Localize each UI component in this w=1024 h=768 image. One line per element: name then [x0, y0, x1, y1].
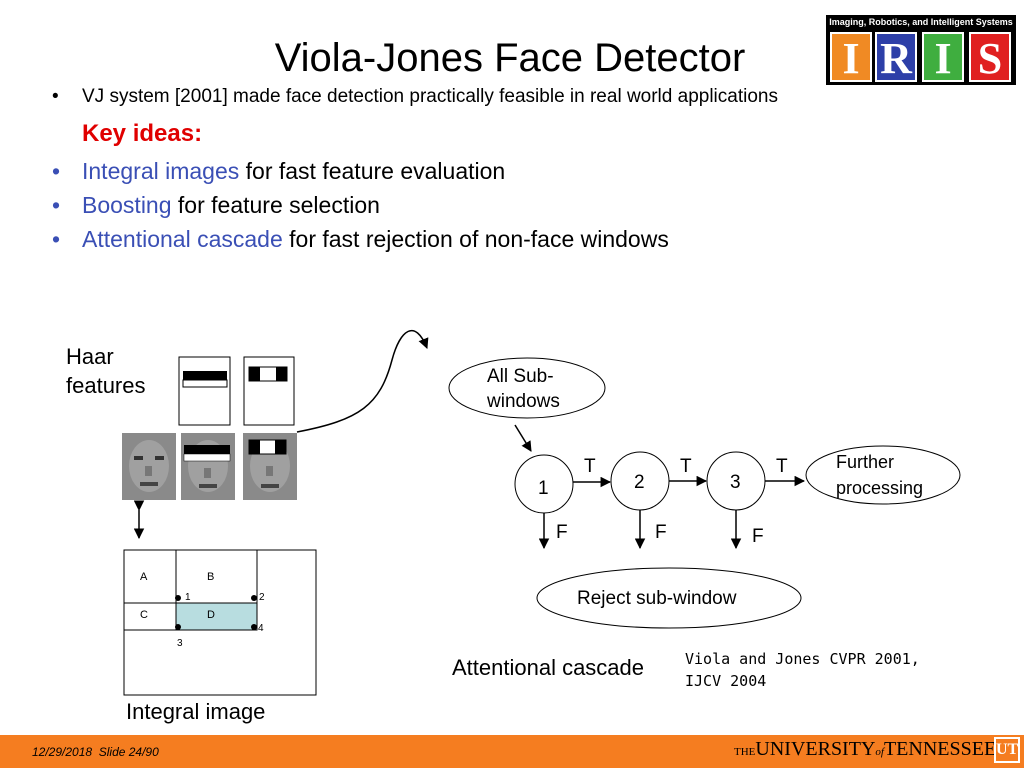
- true-label-3: T: [776, 456, 788, 477]
- false-label-3: F: [752, 526, 764, 547]
- false-label-1: F: [556, 522, 568, 543]
- integral-label-c: C: [140, 609, 148, 621]
- bullet-rest: for fast rejection of non-face windows: [282, 226, 669, 252]
- curved-arrow: [296, 329, 429, 433]
- bullet-highlight: Boosting: [82, 192, 172, 218]
- false-label-2: F: [655, 522, 667, 543]
- bullet-dot: •: [52, 86, 59, 107]
- bullet-text: Attentional cascade for fast rejection o…: [82, 226, 669, 253]
- true-label-2: T: [680, 456, 692, 477]
- university-of: of: [875, 746, 884, 758]
- bullet-dot: •: [52, 192, 61, 218]
- reject-label: Reject sub-window: [577, 588, 737, 609]
- haar-label-line2: features: [66, 373, 146, 398]
- citation: Viola and Jones CVPR 2001, IJCV 2004: [685, 648, 1005, 692]
- cascade-caption: Attentional cascade: [452, 655, 644, 680]
- integral-label-a: A: [140, 571, 148, 583]
- further-processing-ellipse: [805, 445, 961, 505]
- logo-caption: Imaging, Robotics, and Intelligent Syste…: [829, 17, 1013, 27]
- bullet-highlight: Integral images: [82, 158, 240, 184]
- footer-bar: [0, 735, 1024, 768]
- bullet-text: Boosting for feature selection: [82, 192, 380, 219]
- footer-slide-number: Slide 24/90: [98, 745, 159, 759]
- stage-1-label: 1: [538, 478, 549, 499]
- all-subwindows-line2: windows: [486, 391, 560, 412]
- integral-image-grid: [123, 549, 317, 696]
- integral-label-d: D: [207, 609, 215, 621]
- integral-point-2: 2: [259, 592, 265, 603]
- reject-subwindow-ellipse: [536, 567, 802, 629]
- citation-line1: Viola and Jones CVPR 2001,: [685, 650, 920, 668]
- all-subwindows-ellipse: [448, 357, 606, 419]
- logo-letter-r: R: [875, 32, 917, 83]
- further-line1: Further: [836, 452, 894, 472]
- face-image-2: [181, 433, 235, 500]
- integral-point-1: 1: [185, 592, 191, 603]
- integral-point-3: 3: [177, 638, 183, 649]
- bullet-text: VJ system [2001] made face detection pra…: [82, 86, 778, 107]
- footer-date: 12/29/2018: [32, 745, 93, 759]
- bullet-highlight: Attentional cascade: [82, 226, 283, 252]
- logo-letter-s: S: [969, 32, 1011, 83]
- integral-point-4: 4: [258, 623, 264, 634]
- integral-label-b: B: [207, 571, 214, 583]
- footer-slide-info: 12/29/2018 Slide 24/90: [32, 745, 159, 759]
- all-subwindows-line1: All Sub-: [487, 366, 554, 387]
- logo-letter-i: I: [830, 32, 872, 83]
- university-name-b: TENNESSEE: [883, 738, 997, 760]
- haar-feature-three-rect: [243, 356, 295, 426]
- stage-2-label: 2: [634, 472, 645, 493]
- bullet-rest: for feature selection: [171, 192, 380, 218]
- haar-label-line1: Haar: [66, 344, 114, 369]
- bullet-text: Integral images for fast feature evaluat…: [82, 158, 505, 185]
- university-name-a: UNIVERSITY: [755, 738, 876, 760]
- bullet-rest: for fast feature evaluation: [239, 158, 506, 184]
- face-image-1: [122, 433, 176, 500]
- bullet-dot: •: [52, 226, 61, 252]
- true-label-1: T: [584, 456, 596, 477]
- subwindow-arrow: [514, 424, 532, 452]
- integral-image-caption: Integral image: [126, 699, 265, 724]
- university-the: THE: [734, 746, 756, 758]
- bullet-dot: •: [52, 158, 61, 184]
- ut-logo-mark: UT: [994, 737, 1020, 763]
- university-wordmark: THEUNIVERSITYofTENNESSEE: [734, 738, 996, 761]
- viola-jones-diagram: Haar features: [66, 329, 961, 724]
- stage-3-label: 3: [730, 472, 741, 493]
- citation-line2: IJCV 2004: [685, 672, 767, 690]
- face-image-3: [243, 433, 297, 500]
- further-line2: processing: [836, 478, 923, 498]
- key-ideas-heading: Key ideas:: [82, 120, 203, 147]
- slide-title: Viola-Jones Face Detector: [274, 36, 746, 80]
- iris-logo: Imaging, Robotics, and Intelligent Syste…: [826, 15, 1016, 85]
- logo-letter-i2: I: [922, 32, 964, 83]
- haar-feature-two-rect: [178, 356, 231, 426]
